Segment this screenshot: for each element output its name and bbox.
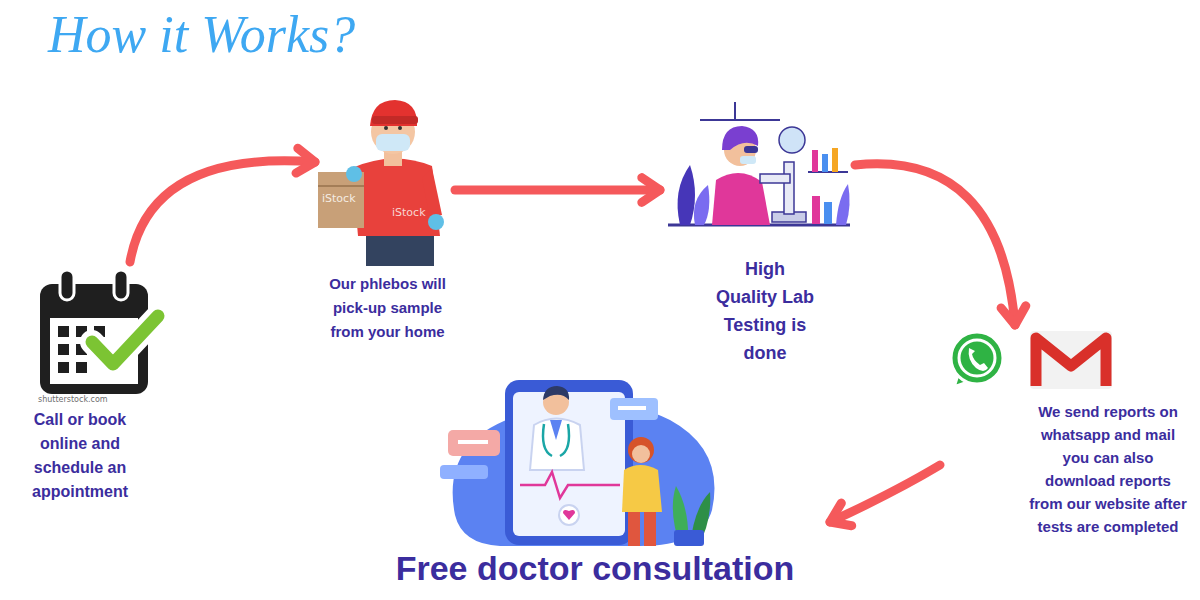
node-body: High Quality Lab Testing is done <box>713 95 817 367</box>
lab-scientist-part <box>812 196 820 224</box>
calendar-icon-part <box>76 362 87 373</box>
calendar-icon-part <box>58 362 69 373</box>
node-body: Our phlebos will pick-up sample from you… <box>325 92 450 344</box>
doctor-consultation-illustration <box>440 380 714 546</box>
doctor-consultation-illustration-part <box>440 465 488 479</box>
watermark: iStock <box>322 192 356 205</box>
arrow-head <box>830 503 852 526</box>
doctor-consultation-illustration-part <box>458 440 488 444</box>
diagram-title: How it Works? <box>48 4 355 66</box>
step-text: High Quality Lab Testing is done <box>713 255 817 367</box>
gmail-icon-part <box>1030 331 1112 389</box>
calendar-icon-part <box>58 326 69 337</box>
doctor-consultation-illustration-part <box>628 437 654 463</box>
lab-scientist <box>668 102 850 225</box>
gmail-icon-part <box>1036 338 1106 386</box>
lab-scientist-part <box>822 154 828 172</box>
lab-scientist-part <box>784 162 794 214</box>
arrow-line <box>130 161 315 262</box>
doctor-consultation-illustration-part <box>550 420 562 440</box>
step-node: Call or book online and schedule an appo… <box>15 262 175 510</box>
step-node: Our phlebos will pick-up sample from you… <box>315 92 455 350</box>
doctor-consultation-illustration-part <box>628 508 640 546</box>
lab-scientist-part <box>744 146 758 153</box>
doctor-consultation-illustration-part <box>520 472 620 498</box>
doctor-consultation-illustration-part <box>543 386 569 400</box>
doctor-consultation-illustration-part <box>632 445 650 463</box>
gmail-icon <box>1030 331 1112 389</box>
flow-arrow <box>830 465 940 526</box>
whatsapp-icon-part <box>959 340 995 376</box>
doctor-consultation-illustration-part <box>610 398 658 420</box>
whatsapp-icon-part <box>969 348 988 371</box>
step-node: We send reports on whatsapp and mail you… <box>940 325 1196 544</box>
lab-scientist-part <box>734 102 736 120</box>
flow-arrow <box>455 178 660 203</box>
delivery-person <box>318 100 444 266</box>
doctor-consultation-illustration-part <box>622 465 662 512</box>
lab-scientist-part <box>779 127 805 153</box>
delivery-person-part <box>318 185 364 187</box>
arrow-head <box>642 178 660 203</box>
step-text: We send reports on whatsapp and mail you… <box>1028 400 1188 538</box>
doctor-consultation-illustration-part <box>563 510 575 520</box>
doctor-consultation-illustration-part <box>559 505 579 525</box>
delivery-person-part <box>376 134 410 151</box>
lab-scientist-part <box>700 119 780 121</box>
calendar-icon-part <box>114 270 128 300</box>
doctor-consultation-illustration-part <box>644 508 656 546</box>
arrow-line <box>455 186 660 195</box>
doctor-consultation-illustration-part <box>618 406 646 410</box>
calendar-icon-part <box>58 344 69 355</box>
arrow-head <box>1001 306 1026 325</box>
calendar-icon-part <box>92 316 158 364</box>
step-node: High Quality Lab Testing is done <box>660 95 855 373</box>
arrow-line <box>855 164 1015 325</box>
arrow-head <box>296 148 315 173</box>
calendar-icon-part <box>60 270 74 300</box>
delivery-person-part <box>384 126 388 130</box>
doctor-consultation-illustration-part <box>448 430 500 456</box>
doctor-consultation-illustration-part <box>530 419 584 471</box>
delivery-person-part <box>346 166 362 182</box>
lab-scientist-part <box>836 184 850 225</box>
delivery-person-part <box>398 126 402 130</box>
delivery-person-part <box>428 214 444 230</box>
consultation-heading: Free doctor consultation <box>360 548 830 588</box>
node-body: We send reports on whatsapp and mail you… <box>1028 325 1188 538</box>
watermark: iStock <box>392 206 426 219</box>
doctor-consultation-illustration-part <box>674 530 704 546</box>
lab-scientist-part <box>678 165 695 225</box>
flow-arrow <box>855 164 1026 325</box>
doctor-consultation-illustration-part <box>513 392 625 536</box>
whatsapp-icon-part <box>951 332 1003 384</box>
node-body: Call or book online and schedule an appo… <box>17 262 143 504</box>
lab-scientist-part <box>740 156 756 164</box>
delivery-person-part <box>372 116 418 124</box>
whatsapp-icon <box>951 332 1003 386</box>
consultation-node: Free doctor consultation <box>360 372 830 594</box>
watermark: shutterstock.com <box>38 395 108 404</box>
lab-scientist-part <box>812 150 818 172</box>
lab-scientist-part <box>832 148 838 172</box>
arrow-line <box>830 465 940 522</box>
flow-arrow <box>130 148 315 262</box>
doctor-consultation-illustration-part <box>543 424 569 456</box>
step-text: Call or book online and schedule an appo… <box>17 408 143 504</box>
lab-scientist-part <box>694 185 709 225</box>
node-body: Free doctor consultation <box>360 372 830 588</box>
lab-scientist-part <box>760 174 790 183</box>
calendar-icon <box>40 270 158 394</box>
calendar-icon-part <box>92 316 158 364</box>
lab-scientist-part <box>824 202 832 224</box>
step-text: Our phlebos will pick-up sample from you… <box>325 272 450 344</box>
delivery-person-part <box>370 100 417 126</box>
